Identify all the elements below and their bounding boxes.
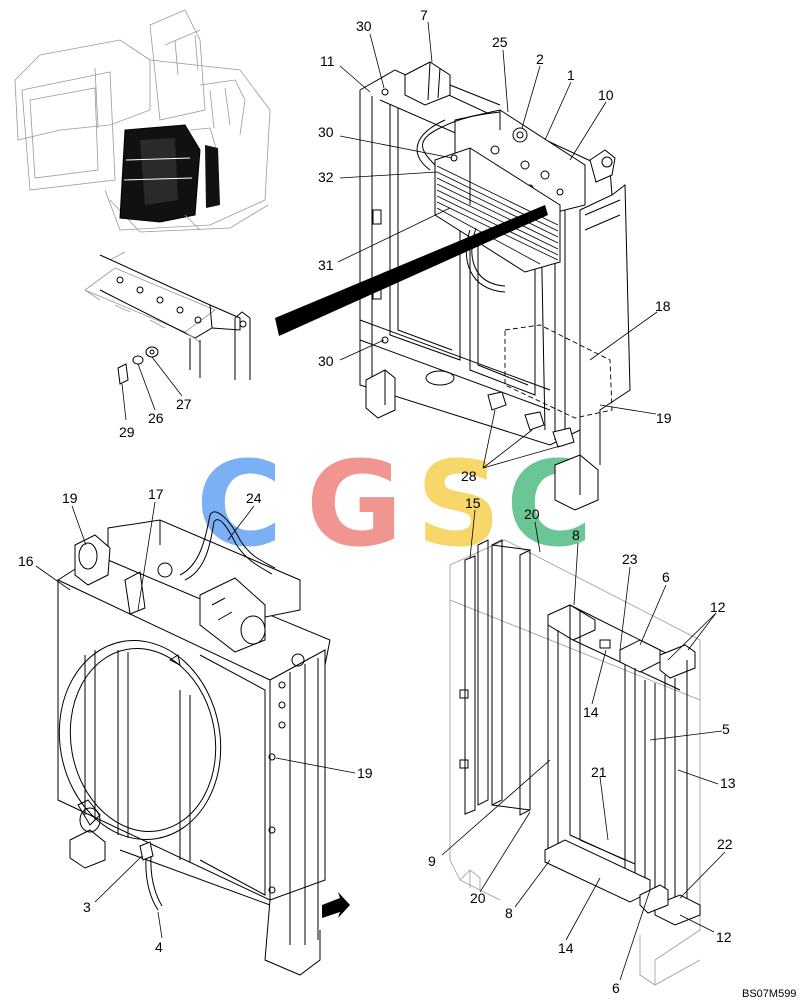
- callout-27: 27: [176, 396, 192, 412]
- callout-24: 24: [246, 490, 262, 506]
- callout-20: 20: [524, 506, 540, 522]
- callout-19: 19: [62, 490, 78, 506]
- callout-19: 19: [357, 765, 373, 781]
- callout-17: 17: [148, 486, 164, 502]
- drawing-code-label: BS07M599: [742, 988, 796, 1000]
- callout-11: 11: [320, 53, 335, 69]
- seal-kit-assembly: [449, 539, 701, 986]
- callout-8: 8: [572, 527, 580, 543]
- callout-13: 13: [720, 775, 736, 791]
- watermark-letter-2: G: [306, 435, 403, 573]
- callout-2: 2: [536, 51, 544, 67]
- mounting-plate-detail: [84, 251, 251, 385]
- callout-22: 22: [717, 836, 733, 852]
- callout-9: 9: [428, 853, 436, 869]
- callout-26: 26: [148, 410, 164, 426]
- callout-23: 23: [622, 551, 638, 567]
- callout-30: 30: [318, 124, 334, 140]
- callout-29: 29: [119, 424, 135, 440]
- callout-10: 10: [598, 87, 614, 103]
- callout-numbers: 7 30 25 2 11 1 10 30 32 31 18 30 19 29 2…: [18, 7, 736, 996]
- callout-21: 21: [591, 764, 607, 780]
- callout-14: 14: [583, 704, 599, 720]
- excavator-location-inset: [14, 9, 271, 233]
- callout-4: 4: [155, 939, 163, 955]
- callout-20: 20: [470, 890, 486, 906]
- callout-31: 31: [318, 257, 334, 273]
- callout-6: 6: [612, 980, 620, 996]
- callout-8: 8: [505, 905, 513, 921]
- callout-15: 15: [465, 495, 481, 511]
- callout-12: 12: [710, 599, 726, 615]
- callout-16: 16: [18, 553, 34, 569]
- callout-1: 1: [567, 67, 575, 83]
- watermark-letter-3: S: [416, 435, 501, 573]
- callout-25: 25: [492, 34, 508, 50]
- callout-30: 30: [356, 18, 372, 34]
- callout-3: 3: [83, 899, 91, 915]
- callout-12: 12: [716, 929, 732, 945]
- callout-5: 5: [722, 721, 730, 737]
- callout-28: 28: [461, 468, 477, 484]
- leader-lines: [35, 21, 726, 981]
- callout-18: 18: [655, 298, 671, 314]
- callout-6: 6: [662, 569, 670, 585]
- fan-shroud-assembly: [57, 511, 350, 976]
- callout-19: 19: [656, 410, 672, 426]
- callout-32: 32: [318, 169, 334, 185]
- callout-30: 30: [318, 353, 334, 369]
- radiator-oil-cooler-assembly: [275, 61, 631, 511]
- callout-7: 7: [420, 7, 428, 23]
- callout-14: 14: [558, 940, 574, 956]
